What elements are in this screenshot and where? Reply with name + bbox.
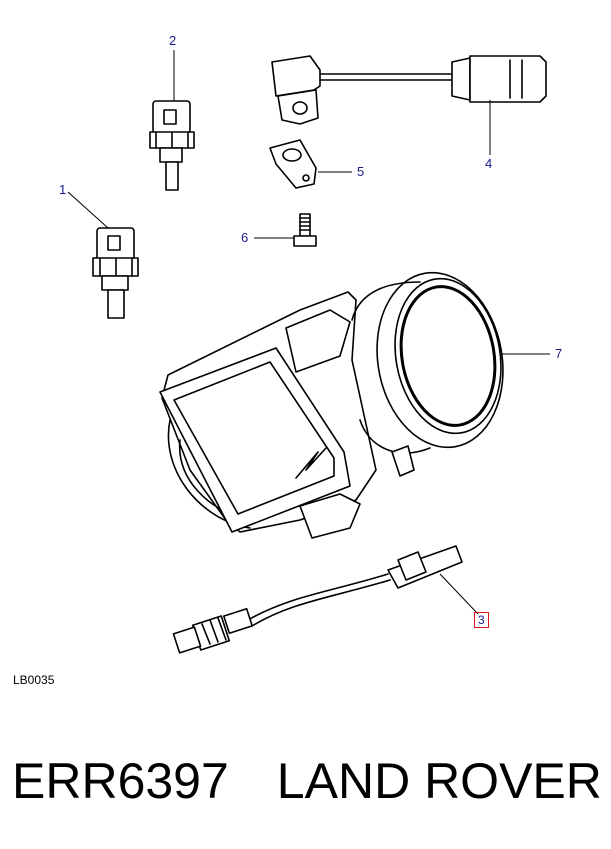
part-3-oxygen-sensor [172, 545, 479, 654]
callout-2: 2 [169, 33, 177, 48]
brand-name: LAND ROVER [276, 753, 602, 809]
callout-5: 5 [357, 164, 365, 179]
part-5-bracket [269, 139, 352, 189]
callout-1: 1 [59, 182, 67, 197]
callout-7: 7 [555, 346, 563, 361]
diagram-reference-code: LB0035 [13, 673, 55, 687]
callout-3-highlighted: 3 [474, 612, 489, 628]
parts-diagram [67, 50, 550, 654]
part-2-temperature-sensor [149, 50, 195, 191]
part-number: ERR6397 [12, 753, 229, 809]
part-7-air-flow-meter [159, 271, 550, 539]
caption-title: ERR6397 LAND ROVER [12, 752, 602, 810]
part-6-bolt [254, 213, 317, 247]
callout-4: 4 [485, 156, 493, 171]
part-1-temperature-sensor [67, 191, 139, 319]
callout-6: 6 [241, 230, 249, 245]
part-4-crankshaft-sensor [271, 55, 547, 155]
